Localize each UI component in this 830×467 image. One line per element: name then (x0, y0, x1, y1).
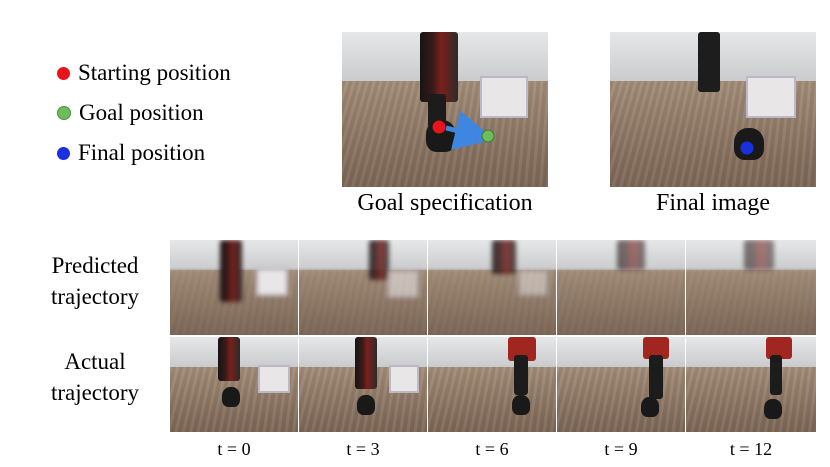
final-position-marker (741, 142, 754, 155)
legend-label: Final position (78, 140, 205, 166)
starting-position-marker (433, 121, 446, 134)
motion-arrow-icon (446, 128, 480, 136)
final-annotation (610, 32, 816, 187)
goal-position-marker (482, 130, 494, 142)
timestep-label: t = 9 (557, 439, 685, 460)
predicted-frame-t9 (557, 240, 685, 335)
actual-frame-t3 (299, 337, 427, 432)
actual-frame-t9 (557, 337, 685, 432)
predicted-frame-t3 (299, 240, 427, 335)
goal-annotation (342, 32, 548, 187)
predicted-frame-t12 (686, 240, 816, 335)
row-label-line: Actual (20, 346, 170, 377)
row-label-line: trajectory (20, 281, 170, 312)
legend-label: Goal position (79, 100, 204, 126)
legend-label: Starting position (78, 60, 231, 86)
blue-dot-icon (57, 147, 70, 160)
timestep-label: t = 6 (428, 439, 556, 460)
predicted-frame-t6 (428, 240, 556, 335)
actual-frame-t6 (428, 337, 556, 432)
final-image (610, 32, 816, 187)
actual-frame-t0 (170, 337, 298, 432)
legend-final-position: Final position (57, 140, 205, 166)
row-label-line: trajectory (20, 377, 170, 408)
red-dot-icon (57, 67, 70, 80)
timestep-label: t = 12 (686, 439, 816, 460)
actual-trajectory-label: Actual trajectory (20, 346, 170, 408)
goal-specification-image (342, 32, 548, 187)
predicted-frame-t0 (170, 240, 298, 335)
timestep-label: t = 3 (299, 439, 427, 460)
row-label-line: Predicted (20, 250, 170, 281)
final-image-caption: Final image (610, 190, 816, 217)
goal-specification-caption: Goal specification (338, 190, 552, 217)
predicted-trajectory-label: Predicted trajectory (20, 250, 170, 312)
green-dot-icon (57, 106, 71, 120)
actual-frame-t12 (686, 337, 816, 432)
timestep-label: t = 0 (170, 439, 298, 460)
legend-goal-position: Goal position (57, 100, 204, 126)
legend-starting-position: Starting position (57, 60, 231, 86)
